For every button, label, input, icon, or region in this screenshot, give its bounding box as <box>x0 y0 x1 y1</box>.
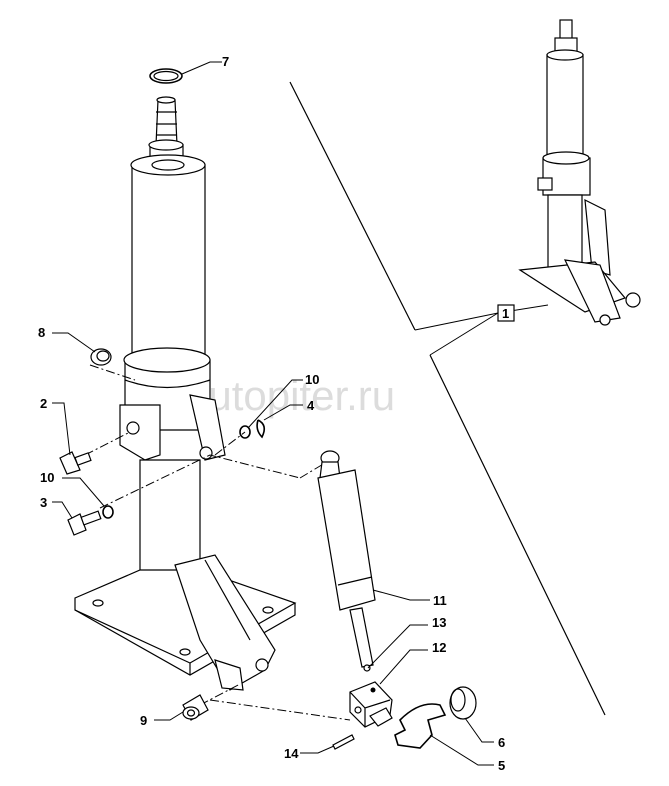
axis-line-2 <box>84 431 131 456</box>
part-12-block <box>349 681 393 728</box>
overview-assembly <box>518 19 641 326</box>
callout-7: 7 <box>181 54 229 75</box>
label-5: 5 <box>498 758 505 773</box>
callout-10-lower: 10 <box>40 470 105 507</box>
label-11: 11 <box>433 593 447 608</box>
callout-3: 3 <box>40 495 73 519</box>
label-3: 3 <box>40 495 47 510</box>
callout-4: 4 <box>263 398 315 421</box>
part-14-pin <box>332 734 355 750</box>
label-10-upper: 10 <box>305 372 319 387</box>
label-2: 2 <box>40 396 47 411</box>
callout-1: 1 <box>414 304 549 356</box>
label-10-lower: 10 <box>40 470 54 485</box>
callout-8: 8 <box>38 325 96 353</box>
label-4: 4 <box>307 398 315 413</box>
axis-line-8 <box>89 364 136 381</box>
callout-13: 13 <box>367 615 446 669</box>
label-6: 6 <box>498 735 505 750</box>
label-9: 9 <box>140 713 147 728</box>
part-7-ring <box>149 68 183 84</box>
separator-line-lower <box>429 354 606 716</box>
label-12: 12 <box>432 640 446 655</box>
callout-12: 12 <box>379 640 446 685</box>
part-2-knob <box>59 451 92 475</box>
part-11-gas-strut <box>317 450 376 672</box>
label-13: 13 <box>432 615 446 630</box>
callout-2: 2 <box>40 396 71 456</box>
label-14: 14 <box>284 746 299 761</box>
part-10-washer-lower <box>102 505 114 519</box>
callout-11: 11 <box>372 589 447 608</box>
part-8-cap <box>90 348 112 366</box>
callout-14: 14 <box>284 745 335 761</box>
part-6-knob-cap <box>449 686 477 720</box>
label-8: 8 <box>38 325 45 340</box>
callout-5: 5 <box>429 734 505 773</box>
label-1: 1 <box>502 306 509 321</box>
callout-6: 6 <box>464 717 505 750</box>
part-9-bushing <box>182 694 209 721</box>
part-4-clip <box>256 419 266 439</box>
part-10-washer-upper <box>239 425 251 439</box>
axis-line-4 <box>214 431 246 456</box>
callout-10-upper: 10 <box>247 372 319 429</box>
axis-line-9 <box>199 683 351 721</box>
part-3-bolt <box>67 510 102 536</box>
separator-line-upper <box>289 81 416 331</box>
part-5-spring-clip <box>394 703 447 749</box>
axis-line-3 <box>99 454 301 509</box>
main-column <box>74 96 297 691</box>
callout-9: 9 <box>140 711 184 728</box>
watermark-text: autopiter.ru <box>185 372 395 419</box>
label-7: 7 <box>222 54 229 69</box>
